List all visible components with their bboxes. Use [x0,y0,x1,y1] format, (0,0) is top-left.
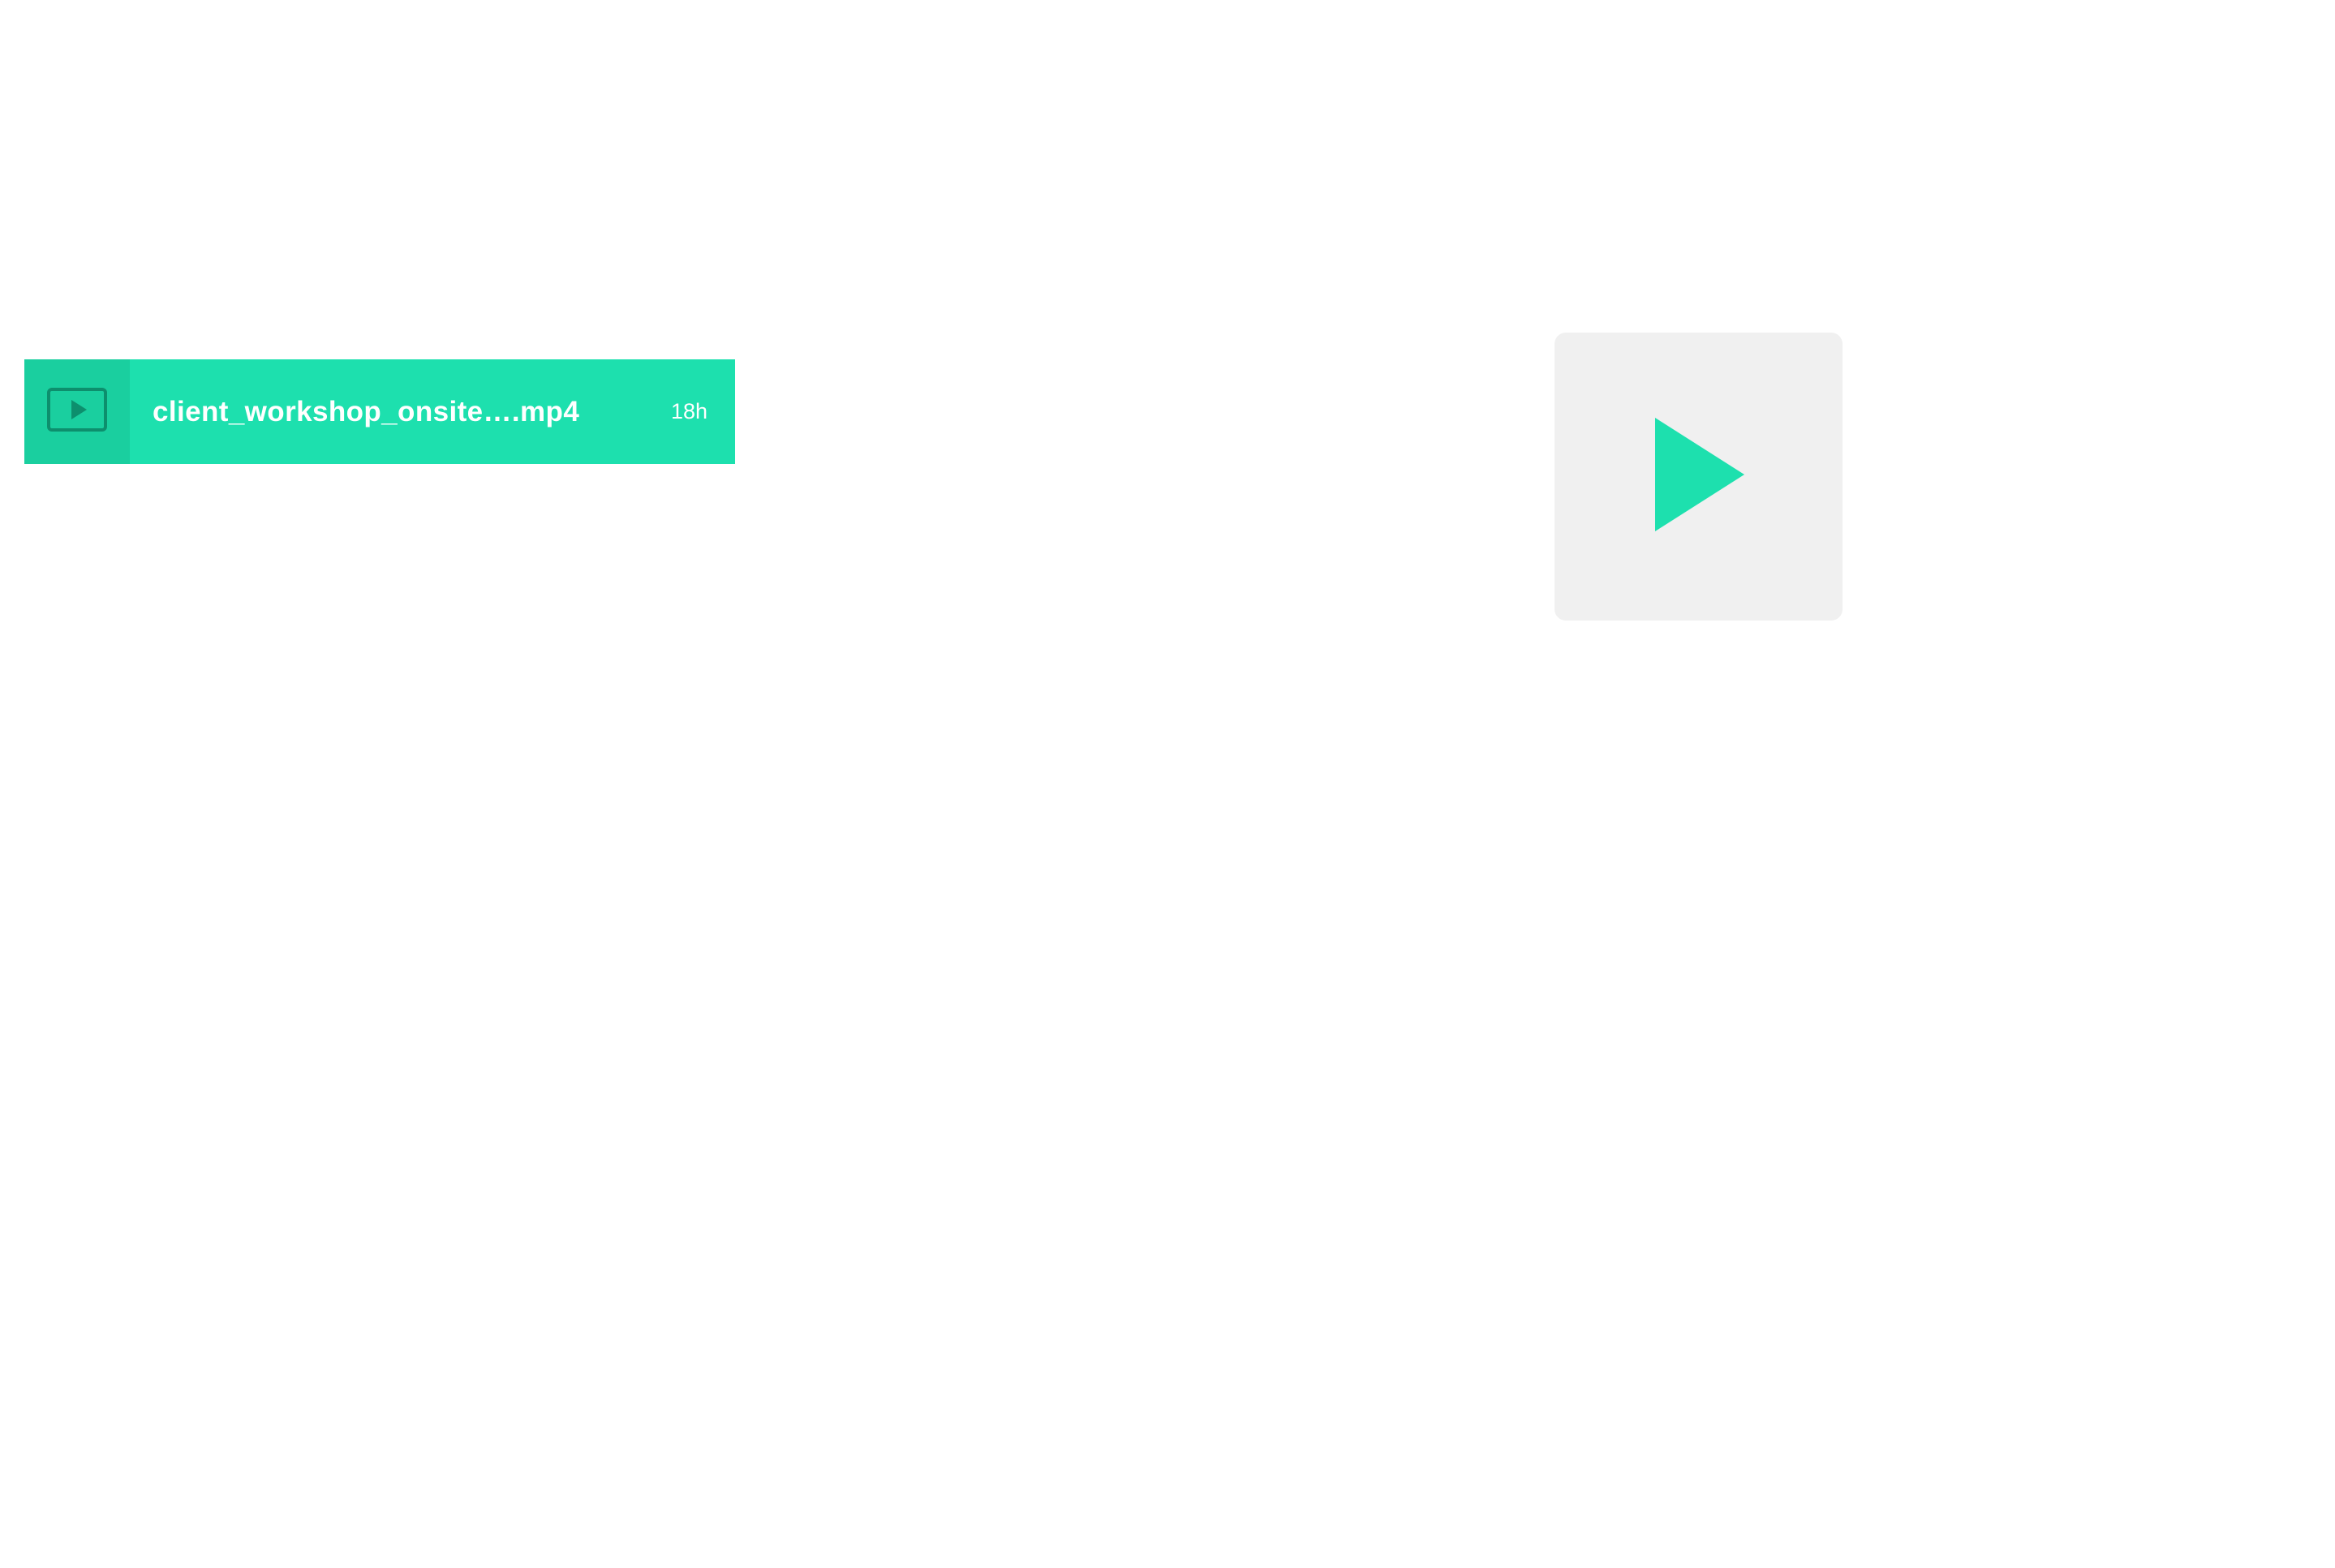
file-name: client_workshop_onsite….mp4 [153,395,580,427]
file-age: 18h [670,399,707,423]
file-type-icon-cell [24,359,130,464]
video-file-icon [46,387,108,436]
video-preview-tile[interactable] [1555,333,1843,621]
file-list-item[interactable]: client_workshop_onsite….mp4 18h [24,359,735,464]
play-icon[interactable] [1650,415,1748,539]
